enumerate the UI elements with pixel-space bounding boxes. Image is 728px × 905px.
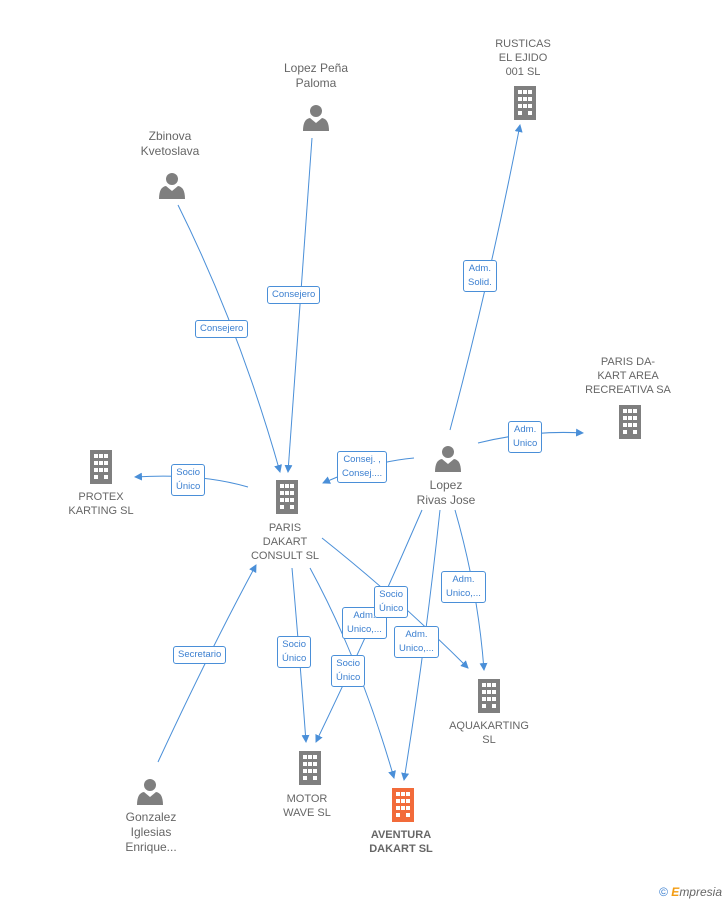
person-icon-zbinova[interactable]	[159, 173, 185, 199]
edge-label-socio-lopez-rivas[interactable]: Socio Único	[374, 586, 409, 618]
node-label-lopez-rivas[interactable]: Lopez Rivas Jose	[416, 478, 476, 507]
node-label-rusticas[interactable]: RUSTICAS EL EJIDO 001 SL	[495, 38, 551, 78]
person-icon-lopez-pena[interactable]	[303, 105, 329, 131]
edge-label-socio-protex[interactable]: Socio Único	[171, 464, 206, 496]
building-icon-paris-consult[interactable]	[276, 480, 298, 514]
node-label-protex[interactable]: PROTEX KARTING SL	[68, 491, 134, 517]
node-label-gonzalez[interactable]: Gonzalez Iglesias Enrique...	[125, 810, 177, 854]
edge-zbinova-paris-consult	[177, 204, 282, 473]
brand-footer: © Empresia	[659, 885, 722, 899]
building-icon-paris-area[interactable]	[619, 405, 641, 439]
person-icon-lopez-rivas[interactable]	[435, 446, 461, 472]
edge-label-adm-aventura[interactable]: Adm. Unico,...	[394, 626, 439, 658]
node-label-aventura[interactable]: AVENTURA DAKART SL	[369, 829, 433, 855]
building-icon-motor-wave[interactable]	[299, 751, 321, 785]
edge-label-consejero-lopez-pena[interactable]: Consejero	[267, 286, 321, 304]
edge-label-socio-motor-wave[interactable]: Socio Único	[277, 636, 312, 668]
person-icon-gonzalez[interactable]	[137, 779, 163, 805]
node-label-zbinova[interactable]: Zbinova Kvetoslava	[140, 129, 200, 158]
node-label-paris-area[interactable]: PARIS DA- KART AREA RECREATIVA SA	[585, 356, 671, 396]
edge-label-socio-aventura[interactable]: Socio Único	[331, 655, 366, 687]
building-icon-aquakarting[interactable]	[478, 679, 500, 713]
node-label-paris-consult[interactable]: PARIS DAKART CONSULT SL	[250, 522, 320, 562]
building-icon-rusticas[interactable]	[514, 86, 536, 120]
node-label-motor-wave[interactable]: MOTOR WAVE SL	[283, 793, 331, 819]
node-label-lopez-pena[interactable]: Lopez Peña Paloma	[283, 61, 349, 90]
building-icon-protex[interactable]	[90, 450, 112, 484]
edge-label-consejero-zbinova[interactable]: Consejero	[195, 320, 249, 338]
edge-label-adm-aquakarting[interactable]: Adm. Unico,...	[441, 571, 486, 603]
edge-lopez-pena-paris-consult	[284, 137, 313, 473]
copyright-icon: ©	[659, 885, 668, 899]
building-icon-aventura[interactable]	[392, 788, 414, 822]
node-label-aquakarting[interactable]: AQUAKARTING SL	[449, 720, 529, 746]
edge-label-adm-hidden[interactable]: Adm. Unico,...	[342, 607, 387, 639]
edge-label-secretario[interactable]: Secretario	[173, 646, 227, 664]
edge-label-adm-unico-area[interactable]: Adm. Unico	[508, 421, 543, 453]
edge-label-adm-solid[interactable]: Adm. Solid.	[463, 260, 497, 292]
brand-logo-e: E	[671, 885, 680, 899]
edge-label-consej[interactable]: Consej. , Consej....	[337, 451, 388, 483]
brand-logo-text: mpresia	[679, 885, 722, 899]
